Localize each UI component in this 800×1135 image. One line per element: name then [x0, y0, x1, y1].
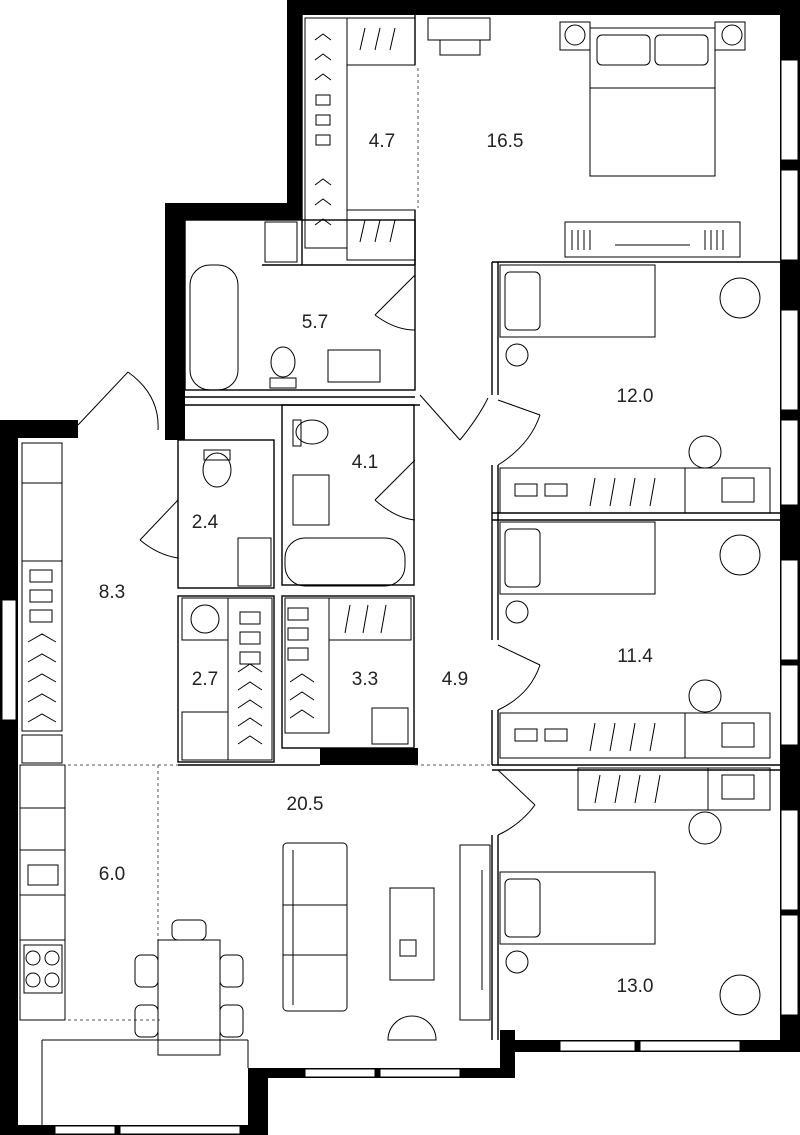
armchair-icon [719, 277, 761, 319]
wardrobe-icon [21, 442, 63, 764]
door-icon [374, 459, 416, 521]
window-icon [780, 419, 799, 506]
interior-walls [20, 15, 780, 1125]
wardrobe-icon [284, 597, 412, 734]
door-icon [139, 499, 179, 559]
window-icon [304, 1068, 376, 1078]
wardrobe-icon [499, 467, 771, 514]
stove-icon [371, 707, 409, 745]
door-icon [497, 644, 541, 711]
window-icon [780, 169, 799, 261]
area-label-entrance-hall: 8.3 [99, 582, 125, 603]
window-icon [559, 1040, 636, 1052]
desk-icon [427, 17, 491, 56]
area-label-bedroom-1: 12.0 [617, 386, 654, 407]
wardrobe-icon [577, 767, 771, 811]
bed-icon [499, 521, 656, 624]
window-icon [379, 1068, 461, 1078]
doors [77, 274, 541, 836]
bathtub-icon [284, 537, 406, 587]
area-label-kitchen: 6.0 [99, 864, 125, 885]
armchair-icon [688, 811, 722, 845]
area-label-living-room: 20.5 [287, 794, 324, 815]
area-label-toilet: 2.4 [192, 512, 219, 533]
armchair-icon [688, 679, 722, 713]
window-icon [1, 599, 17, 721]
armchair-icon [719, 534, 761, 576]
armchair-icon [387, 1015, 437, 1041]
door-icon [77, 371, 159, 431]
desk-icon [389, 887, 435, 981]
window-icon [54, 1125, 116, 1135]
washing-machine-icon [181, 597, 229, 641]
wardrobe-icon [181, 597, 273, 761]
door-icon [419, 394, 489, 441]
toilet-icon [202, 449, 232, 488]
door-icon [497, 769, 536, 836]
stove-icon [19, 764, 66, 1021]
bed-icon [499, 264, 656, 367]
area-label-bathroom-1: 5.7 [302, 312, 328, 333]
area-label-laundry: 2.7 [192, 669, 218, 690]
window-icon [780, 664, 799, 746]
area-label-corridor: 4.9 [442, 669, 468, 690]
wardrobe-icon [499, 712, 771, 759]
area-label-storage: 3.3 [352, 669, 378, 690]
armchair-icon [719, 974, 761, 1016]
window-icon [780, 559, 799, 661]
door-icon [374, 274, 416, 331]
windows [1, 59, 799, 1135]
window-icon [639, 1040, 741, 1052]
area-label-bathroom-2: 4.1 [352, 452, 378, 473]
window-icon [780, 309, 799, 411]
window-icon [119, 1125, 241, 1135]
window-icon [780, 914, 799, 1016]
toilet-icon [269, 346, 297, 389]
area-labels: 4.7 16.5 5.7 4.1 2.4 2.7 3.3 4.9 8.3 6.0… [99, 131, 654, 997]
area-label-master-bedroom: 16.5 [487, 131, 524, 152]
sink-icon [237, 537, 272, 587]
wardrobe-icon [304, 17, 416, 261]
sofa-icon [282, 842, 348, 1012]
door-icon [497, 399, 541, 466]
tv-icon [564, 221, 741, 258]
tv-icon [459, 844, 491, 1021]
bed-icon [559, 21, 746, 177]
bed-icon [499, 871, 656, 974]
window-icon [780, 59, 799, 161]
bathtub-icon [189, 264, 239, 391]
toilet-icon [292, 419, 329, 447]
area-label-bedroom-3: 13.0 [617, 976, 654, 997]
area-label-walk-in-closet: 4.7 [369, 131, 395, 152]
sink-icon [264, 221, 381, 383]
area-label-bedroom-2: 11.4 [617, 646, 653, 667]
dining-table-icon [134, 919, 244, 1056]
sink-icon [292, 474, 330, 526]
armchair-icon [688, 435, 722, 469]
window-icon [780, 809, 799, 911]
